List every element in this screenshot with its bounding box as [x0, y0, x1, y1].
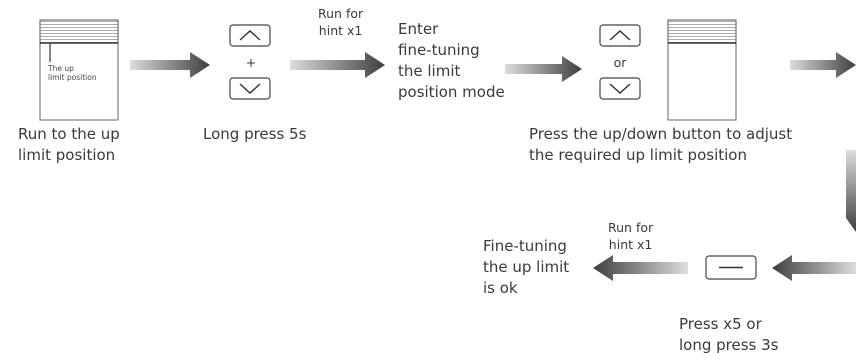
blind-label-line1: The up	[48, 64, 74, 73]
step3-line4: position mode	[398, 83, 505, 101]
arrow-right-1	[130, 52, 210, 78]
step3-line2: fine-tuning	[398, 41, 480, 59]
step3-line3: the limit	[398, 62, 461, 80]
arrow-right-3	[505, 56, 582, 82]
final-text: Fine-tuning the up limit is ok	[483, 236, 569, 299]
step4-caption: Press the up/down button to adjust the r…	[529, 124, 792, 166]
final-line3: is ok	[483, 279, 518, 297]
step5-caption-line2: long press 3s	[679, 336, 779, 354]
hint1: Run for hint x1	[318, 5, 363, 39]
blind-icon	[667, 19, 737, 121]
step5-caption-line1: Press x5 or	[679, 315, 762, 333]
step4-caption-line1: Press the up/down button to adjust	[529, 125, 793, 143]
hint2-line2: hint x1	[608, 237, 653, 252]
up-button-icon-2	[599, 24, 641, 47]
hint2-line1: Run for	[608, 220, 654, 235]
step1-caption: Run to the up limit position	[18, 124, 120, 166]
hint2: Run for hint x1	[608, 219, 653, 253]
stop-button-icon	[705, 255, 757, 280]
step3-text: Enter fine-tuning the limit position mod…	[398, 19, 505, 103]
plus-sign: +	[245, 55, 257, 70]
up-button-icon	[229, 24, 271, 47]
step1-caption-line2: limit position	[18, 146, 116, 164]
step3-line1: Enter	[398, 20, 439, 38]
arrow-down	[846, 150, 856, 232]
hint1-line1: Run for	[318, 6, 364, 21]
blind-up-limit-icon	[39, 19, 119, 121]
hint1-line2: hint x1	[318, 23, 363, 38]
arrow-left-2	[593, 255, 688, 281]
blind-label: The up limit position	[48, 64, 97, 82]
down-button-icon	[229, 77, 271, 100]
arrow-left-1	[772, 255, 856, 281]
step2-caption: Long press 5s	[203, 125, 307, 143]
arrow-right-2	[290, 52, 385, 78]
step1-caption-line1: Run to the up	[18, 125, 120, 143]
final-line2: the up limit	[483, 258, 570, 276]
down-button-icon-2	[599, 77, 641, 100]
arrow-right-4	[790, 52, 856, 78]
final-line1: Fine-tuning	[483, 237, 567, 255]
step4-caption-line2: the required up limit position	[529, 146, 747, 164]
blind-label-line2: limit position	[48, 73, 97, 82]
step5-caption: Press x5 or long press 3s	[679, 314, 779, 356]
or-label: or	[613, 55, 627, 70]
